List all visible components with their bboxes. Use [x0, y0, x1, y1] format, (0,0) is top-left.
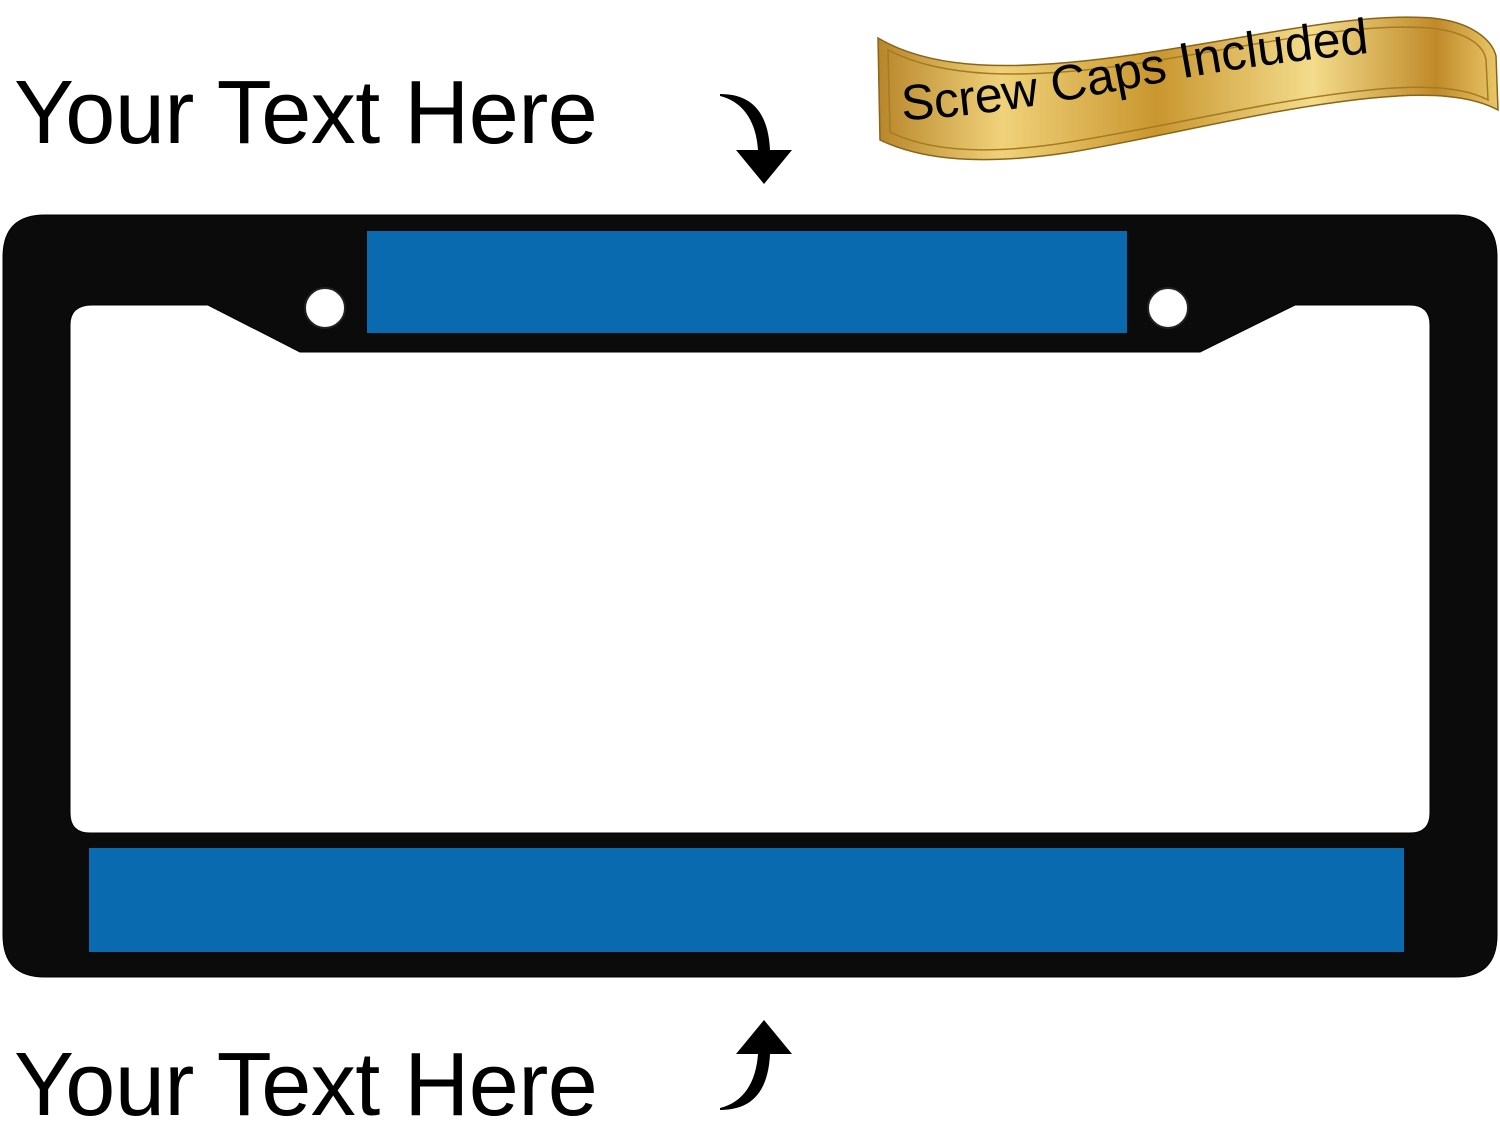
top-text-strip[interactable] — [366, 230, 1128, 334]
curved-arrow-up-icon — [720, 1020, 792, 1110]
bottom-text-caption: Your Text Here — [14, 1035, 598, 1135]
screw-caps-banner: Screw Caps Included — [877, 8, 1499, 161]
curved-arrow-down-icon — [720, 94, 792, 184]
mount-hole-right — [1147, 287, 1189, 329]
mount-hole-left — [304, 287, 346, 329]
bottom-text-strip[interactable] — [88, 847, 1405, 953]
top-text-caption: Your Text Here — [14, 63, 598, 163]
